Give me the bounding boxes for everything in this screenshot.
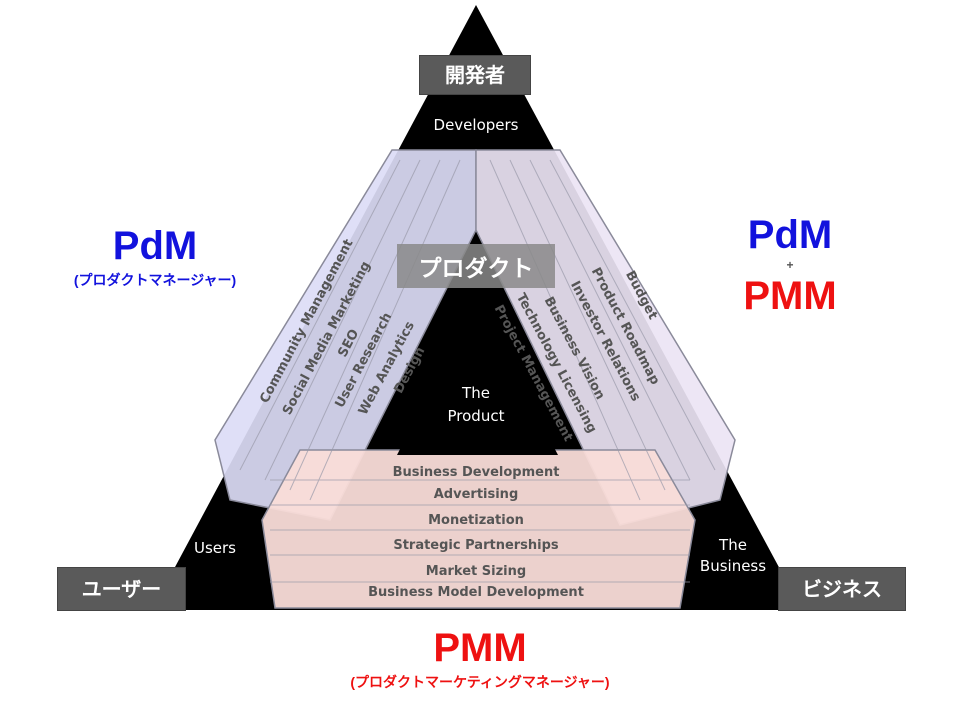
right-role: PdM + PMM	[720, 212, 860, 320]
developers-jp-box: 開発者	[419, 55, 531, 95]
users-jp-label: ユーザー	[81, 577, 162, 601]
bottom-band-item: Business Model Development	[368, 585, 584, 600]
right-role-plus: +	[786, 258, 794, 272]
bottom-band	[261, 449, 696, 609]
the-product-line1: The	[461, 384, 490, 402]
bottom-role-title: PMM	[433, 626, 527, 670]
users-label: Users	[194, 539, 236, 557]
right-role-title2: PMM	[743, 274, 837, 318]
users-jp-box: ユーザー	[57, 567, 186, 611]
product-jp-label: プロダクト	[419, 255, 534, 282]
business-jp-box: ビジネス	[778, 567, 906, 611]
bottom-band-item: Business Development	[393, 465, 560, 480]
the-product-line2: Product	[448, 407, 505, 425]
business-jp-label: ビジネス	[802, 577, 882, 601]
bottom-role-subtitle: (プロダクトマーケティングマネージャー)	[350, 674, 610, 690]
bottom-band-items: Business DevelopmentAdvertisingMonetizat…	[368, 465, 584, 600]
developers-jp-label: 開発者	[445, 63, 505, 87]
bottom-band-item: Monetization	[428, 513, 524, 528]
bottom-band-item: Strategic Partnerships	[393, 538, 559, 553]
band-grid	[239, 159, 716, 583]
bottom-band-item: Advertising	[434, 487, 519, 502]
bottom-role: PMM (プロダクトマーケティングマネージャー)	[280, 624, 680, 692]
left-role-subtitle: (プロダクトマネージャー)	[73, 272, 237, 288]
the-business-label-line1: The	[718, 536, 747, 554]
product-jp-box	[397, 244, 555, 288]
right-band	[475, 149, 736, 526]
product-triangle	[397, 300, 558, 455]
bottom-band-item: Market Sizing	[426, 564, 526, 579]
left-role-title: PdM	[112, 224, 198, 268]
the-business-label-line2: Business	[700, 557, 766, 575]
developers-label: Developers	[434, 116, 519, 134]
left-role: PdM (プロダクトマネージャー)	[20, 222, 290, 290]
right-role-title1: PdM	[747, 213, 833, 257]
